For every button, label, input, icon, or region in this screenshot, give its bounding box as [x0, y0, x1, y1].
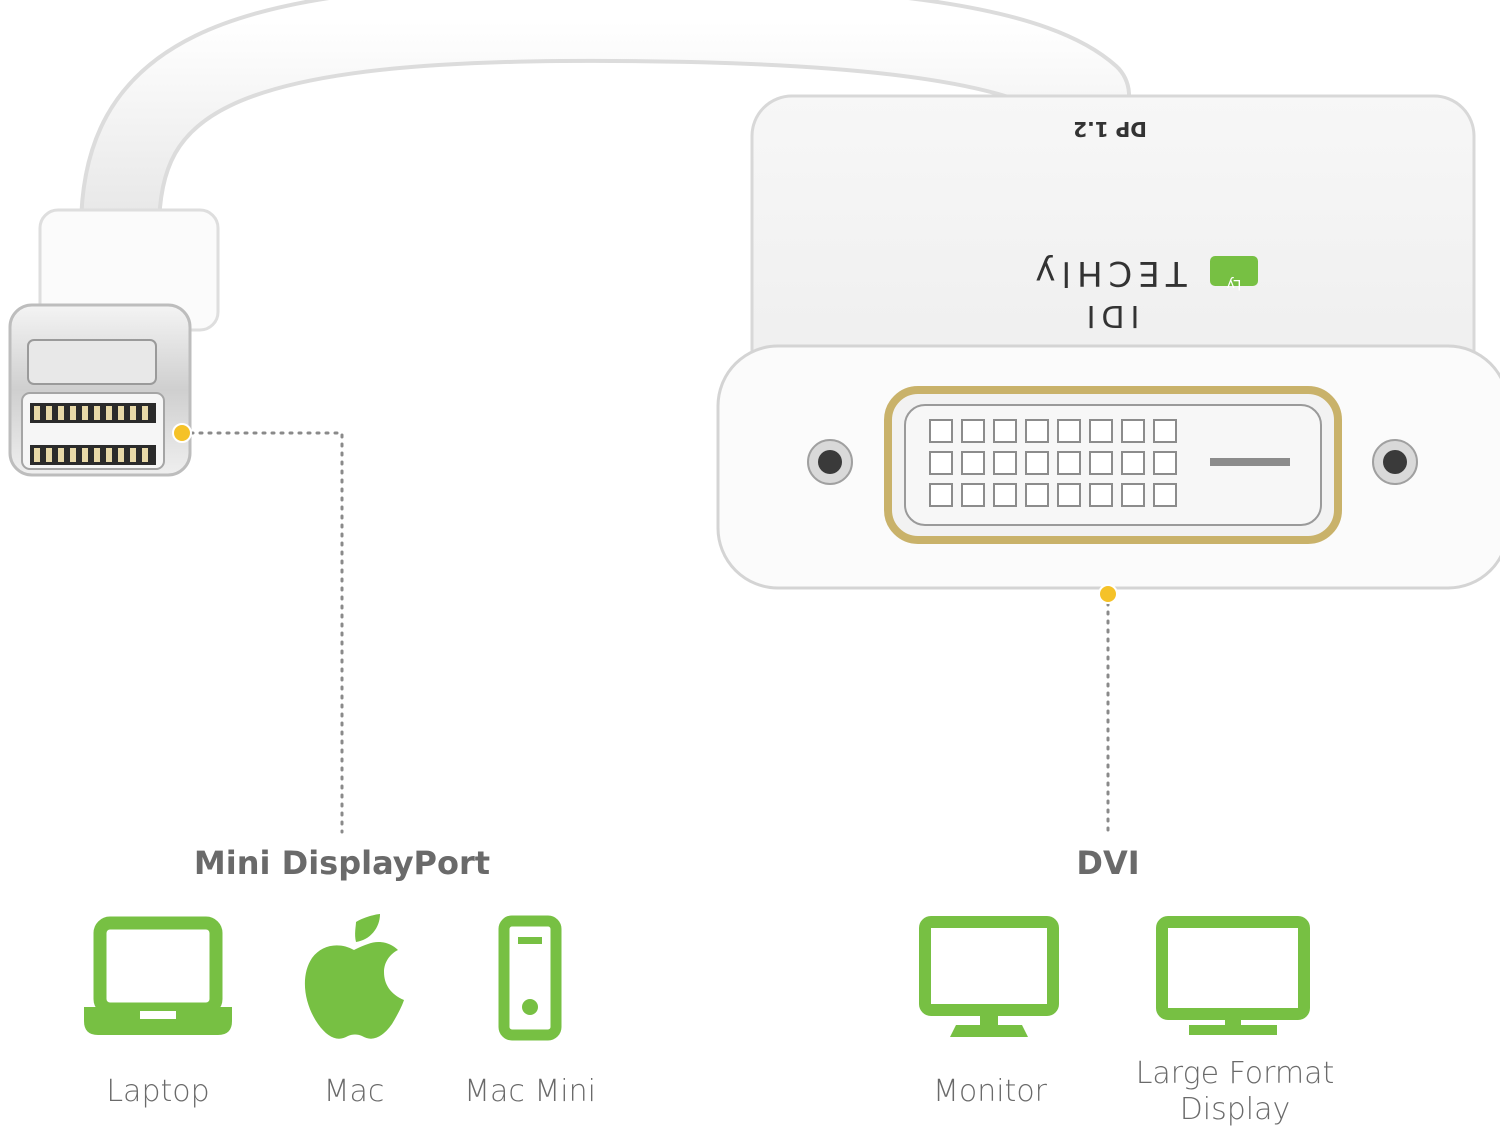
device-label-large-format-display: Large Format Display — [1120, 1056, 1350, 1128]
large-display-icon — [1156, 916, 1310, 1035]
adapter-illustration: DP 1.2 TECHly Ly IDI — [8, 0, 1500, 590]
laptop-icon — [84, 916, 232, 1035]
mini-displayport-heading: Mini DisplayPort — [193, 844, 491, 882]
device-label-large-format-line1: Large Format — [1135, 1056, 1335, 1091]
device-label-mac-mini: Mac Mini — [464, 1074, 596, 1109]
device-label-laptop: Laptop — [106, 1074, 210, 1109]
dvi-marker — [1098, 584, 1118, 604]
apple-icon — [304, 914, 404, 1039]
leader-lines — [172, 423, 1118, 834]
dvi-mark-text: IDI — [1081, 298, 1140, 333]
dvi-heading: DVI — [1076, 844, 1140, 882]
mac-mini-icon — [498, 915, 562, 1041]
device-label-mac: Mac — [323, 1074, 385, 1109]
brand-badge: Ly — [1210, 256, 1258, 292]
dvi-adapter-body — [716, 94, 1500, 590]
brand-logo-text: TECHly — [1029, 253, 1187, 293]
device-label-monitor: Monitor — [932, 1074, 1048, 1109]
brand-badge-text: Ly — [1227, 276, 1242, 292]
monitor-icon — [919, 916, 1059, 1037]
cable — [79, 0, 1131, 271]
device-label-large-format-line2: Display — [1179, 1092, 1291, 1127]
body-print-text: DP 1.2 — [1073, 117, 1147, 141]
mini-dp-marker — [172, 423, 192, 443]
mini-displayport-connector — [8, 208, 220, 477]
